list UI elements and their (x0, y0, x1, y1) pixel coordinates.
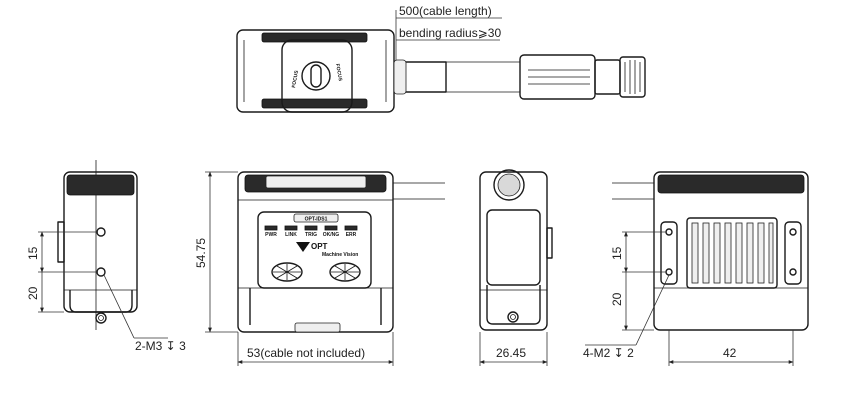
back-dim-20: 20 (610, 292, 624, 306)
led-ok-ng: OK/NG (323, 232, 340, 238)
led-trig: TRIG (305, 232, 317, 238)
led-link: LINK (285, 232, 297, 238)
left-side-view: 15 20 2-M3 ↧ 3 (26, 160, 186, 353)
right-dim-width: 26.45 (496, 346, 526, 360)
back-view: 15 20 4-M2 ↧ 2 42 (583, 171, 809, 366)
front-dim-width: 53(cable not included) (247, 346, 365, 360)
left-dim-15: 15 (26, 246, 40, 260)
heat-sink-fins (691, 222, 774, 284)
focus-label-right: FOCUS (334, 63, 343, 82)
right-side-view: 26.45 (479, 169, 553, 366)
focus-label-left: FOCUS (291, 69, 300, 88)
led-err: ERR (346, 232, 357, 238)
left-hole-callout: 2-M3 ↧ 3 (135, 339, 186, 353)
back-dim-width: 42 (723, 346, 737, 360)
back-hole-callout: 4-M2 ↧ 2 (583, 346, 634, 360)
model-label: OPT-IDS1 (305, 217, 328, 223)
front-dim-height: 54.75 (194, 238, 208, 268)
bending-radius-label: bending radius⩾30 (399, 26, 501, 40)
top-cable (405, 54, 646, 100)
top-body: FOCUS FOCUS (236, 29, 407, 113)
cable-length-label: 500(cable length) (399, 4, 492, 18)
left-dim-20: 20 (26, 286, 40, 300)
opt-logo-icon (296, 242, 310, 252)
led-pwr: PWR (265, 232, 277, 238)
left-lens (271, 262, 303, 282)
cable-dimension: 500(cable length) bending radius⩾30 (395, 4, 502, 60)
brand-label: OPT (311, 242, 328, 251)
top-view: FOCUS FOCUS 500(cable length) bending ra… (236, 4, 646, 113)
front-view: OPT-IDS1 PWR LINK TRIG OK/NG ERR OPT Mac… (194, 171, 445, 366)
brand-sub-label: Machine Vision (322, 252, 358, 258)
led-row: PWR LINK TRIG OK/NG ERR (264, 225, 358, 238)
right-lens (329, 262, 361, 282)
back-dim-15: 15 (610, 246, 624, 260)
